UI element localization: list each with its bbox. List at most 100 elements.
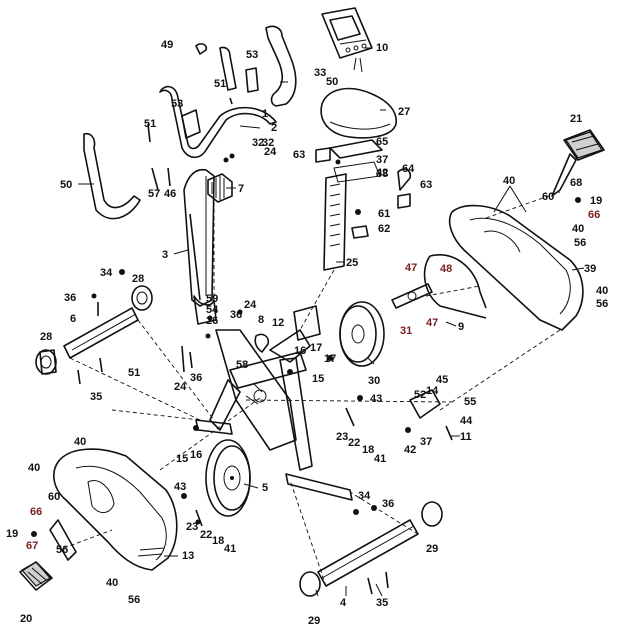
callout-38: 38 [376,168,388,180]
callout-6: 6 [70,313,76,325]
callout-47: 47 [405,262,417,274]
callout-63b: 63 [420,179,432,191]
bracket-part [254,147,441,419]
callout-56d: 56 [128,594,140,606]
callout-9: 9 [458,321,464,333]
callout-1: 1 [262,108,268,120]
callout-56c: 56 [56,544,68,556]
callout-16b: 16 [190,449,202,461]
callout-59: 59 [206,293,218,305]
callout-10: 10 [376,42,388,54]
callout-29b: 29 [308,615,320,627]
callout-52: 52 [414,389,426,401]
callout-21: 21 [570,113,582,125]
callout-22: 22 [348,437,360,449]
callout-65: 65 [376,136,388,148]
fastener-set [31,97,581,595]
callout-50: 50 [326,76,338,88]
callout-23b: 23 [186,521,198,533]
handlebar-part [83,25,297,220]
callout-66: 66 [588,209,600,221]
callout-53: 53 [246,49,258,61]
callout-56: 56 [574,237,586,249]
callout-51c: 51 [128,367,140,379]
callout-2: 2 [271,122,277,134]
callout-40: 40 [503,175,515,187]
callout-30: 30 [368,375,380,387]
tension-knob-part [207,173,233,203]
callout-36c: 36 [190,372,202,384]
callout-49: 49 [161,39,173,51]
callout-14: 14 [426,385,439,397]
callout-36: 36 [64,292,76,304]
callout-15b: 15 [176,453,188,465]
callout-35: 35 [90,391,102,403]
callout-58: 58 [236,359,248,371]
callout-23: 23 [336,431,348,443]
callout-46: 46 [164,188,176,200]
main-post-part [183,168,217,325]
callout-11: 11 [460,431,472,443]
callout-64: 64 [402,163,415,175]
callout-28b: 28 [40,331,52,343]
end-cap-part [299,501,443,597]
callout-35b: 35 [376,597,388,609]
callout-47b: 47 [426,317,438,329]
callout-19: 19 [590,195,602,207]
assembly-guide-lines [63,191,561,587]
callout-13: 13 [182,550,194,562]
callout-40d: 40 [74,436,86,448]
callout-61: 61 [378,208,390,220]
callout-20: 20 [20,613,32,625]
callout-40f: 40 [106,577,118,589]
callout-24b: 24 [244,299,257,311]
callout-31: 31 [400,325,412,337]
callout-labels: 10 33 50 49 53 51 27 21 53 1 2 51 65 32 … [6,39,608,627]
callout-36b: 36 [230,309,242,321]
seat-post-part [323,173,347,271]
callout-57: 57 [148,188,160,200]
callout-32b: 32 [262,137,274,149]
callout-7: 7 [238,183,244,195]
callout-56b: 56 [596,298,608,310]
callout-18b: 18 [212,535,224,547]
knob-part [39,225,369,375]
callout-33: 33 [314,67,326,79]
callout-27: 27 [398,106,410,118]
callout-44: 44 [460,415,473,427]
callout-42: 42 [376,167,388,179]
callout-68: 68 [570,177,582,189]
callout-55: 55 [464,396,476,408]
callout-40e: 40 [28,462,40,474]
left-pedal-part [19,561,53,591]
callout-37b: 37 [420,436,432,448]
flywheel-part [205,439,251,517]
callout-18: 18 [362,444,374,456]
callout-22b: 22 [200,529,212,541]
callout-50b: 50 [60,179,72,191]
callout-24: 24 [264,146,277,158]
callout-leaders [78,47,585,597]
callout-67: 67 [26,540,38,552]
callout-34: 34 [100,267,113,279]
callout-43b: 43 [174,481,186,493]
callout-26: 26 [206,315,218,327]
callout-39: 39 [584,263,596,275]
callout-3: 3 [162,249,168,261]
callout-15: 15 [312,373,324,385]
callout-42b: 42 [404,444,416,456]
callout-45: 45 [436,374,448,386]
callout-12: 12 [272,317,284,329]
callout-63: 63 [293,149,305,161]
right-pedal-part [563,129,605,161]
callout-54: 54 [206,304,219,316]
callout-43: 43 [370,393,382,405]
callout-40b: 40 [572,223,584,235]
console-part [321,7,373,73]
callout-62: 62 [378,223,390,235]
callout-8: 8 [258,314,264,326]
callout-36d: 36 [382,498,394,510]
callout-17: 17 [310,342,322,354]
callout-24c: 24 [174,381,187,393]
callout-16: 16 [294,345,306,357]
